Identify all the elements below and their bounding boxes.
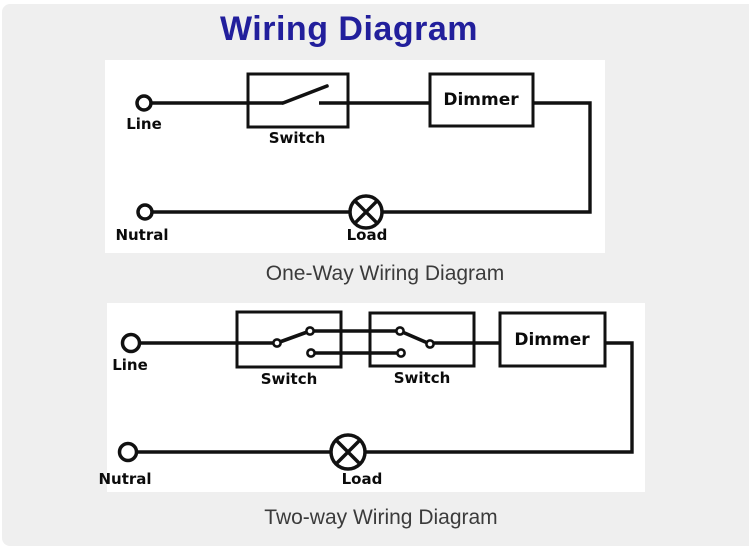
one-way-diagram-panel: Line Switch Dimmer Nutral Load [105, 60, 605, 253]
dimmer-box [428, 72, 535, 128]
dimmer-label: Dimmer [514, 330, 590, 350]
neutral-terminal-icon [136, 203, 154, 221]
dimmer-label: Dimmer [443, 90, 519, 110]
switch2-label: Switch [394, 369, 451, 387]
neutral-label: Nutral [115, 226, 168, 244]
load-lamp-icon [348, 194, 384, 230]
line-terminal-icon [135, 94, 153, 112]
line-label: Line [126, 115, 162, 133]
neutral-terminal-icon [117, 441, 139, 463]
two-way-diagram-panel: Line Switch Switch Dimmer Nutral Load [98, 303, 645, 492]
two-way-diagram: Line Switch Switch Dimmer Nutral Load [98, 310, 634, 488]
dimmer-to-load-wire [365, 341, 634, 454]
line-label: Line [112, 356, 148, 374]
switch1-blade [275, 329, 312, 345]
switch-box [246, 72, 350, 129]
load-label: Load [347, 226, 388, 244]
load-lamp-icon [329, 433, 367, 471]
line-terminal-icon [120, 332, 142, 354]
two-way-caption: Two-way Wiring Diagram [264, 506, 498, 529]
switch-blade [281, 84, 329, 105]
switch2-blade [398, 329, 432, 346]
one-way-caption: One-Way Wiring Diagram [265, 262, 505, 285]
switch-label: Switch [269, 129, 326, 147]
switch-contact-icons [272, 326, 435, 358]
load-label: Load [342, 470, 383, 488]
dimmer-to-load-wire [382, 101, 592, 214]
switch1-label: Switch [261, 370, 318, 388]
one-way-diagram: Line Switch Dimmer Nutral Load [115, 72, 592, 244]
neutral-label: Nutral [98, 470, 151, 488]
page-title: Wiring Diagram [220, 10, 478, 48]
dimmer-box [498, 311, 607, 368]
